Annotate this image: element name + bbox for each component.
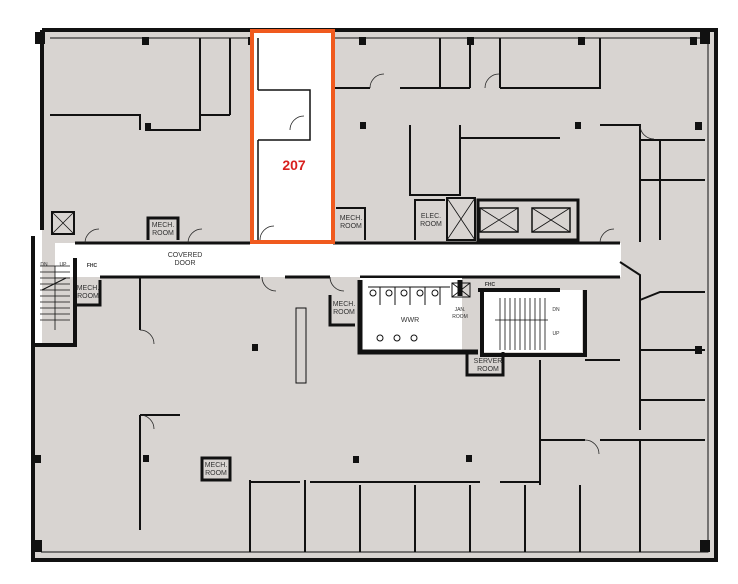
server-room-walls — [465, 352, 505, 377]
fhc-label-right: FHC — [485, 282, 496, 288]
mech-room-4-label-2: ROOM — [333, 309, 355, 316]
mech-room-3-walls — [336, 207, 366, 240]
stair-up-label: UP — [553, 331, 561, 337]
wwr-label: WWR — [401, 317, 419, 324]
jan-room-label-2: ROOM — [452, 314, 468, 320]
server-room-label: SERVER — [474, 358, 503, 365]
elevator-shafts — [51, 197, 580, 242]
mech-room-5-walls — [200, 456, 232, 482]
restroom-core: WWR JAN. ROOM — [357, 278, 478, 355]
unit-207[interactable]: 207 — [250, 29, 335, 244]
mech-room-2-walls — [73, 277, 102, 307]
mech-room-3-label-2: ROOM — [340, 223, 362, 230]
mech-room-4-walls — [328, 295, 355, 327]
corridor — [55, 243, 621, 277]
mech-room-5-label: MECH. — [205, 462, 228, 469]
mech-room-1-label-2: ROOM — [152, 230, 174, 237]
fixture — [295, 307, 307, 384]
mech-room-2-label: MECH. — [77, 285, 100, 292]
jan-room-label: JAN. — [455, 307, 466, 313]
stair-dn-label: DN — [552, 307, 560, 313]
elec-room-label-2: ROOM — [420, 221, 442, 228]
mech-room-2-label-2: ROOM — [77, 293, 99, 300]
covered-door-label: COVERED — [168, 252, 203, 259]
stair-dn-label: DN — [40, 262, 48, 268]
lower-partitions — [139, 261, 705, 552]
elec-room-walls — [414, 199, 445, 240]
fhc-label-left: FHC — [87, 263, 98, 269]
elec-room-label: ELEC. — [421, 213, 441, 220]
covered-door-label-2: DOOR — [175, 260, 196, 267]
mech-room-3-label: MECH. — [340, 215, 363, 222]
mech-room-5-label-2: ROOM — [205, 470, 227, 477]
unit-207-outline[interactable] — [250, 29, 335, 244]
door-swings — [84, 73, 655, 455]
mech-room-4-label: MECH. — [333, 301, 356, 308]
stair-right: DN UP — [478, 288, 587, 357]
unit-number-label: 207 — [282, 157, 306, 173]
mech-room-1-walls — [146, 216, 180, 240]
exterior-wall — [31, 28, 718, 562]
stair-up-label: UP — [60, 262, 68, 268]
server-room-label-2: ROOM — [477, 366, 499, 373]
window-line — [41, 37, 709, 553]
mech-room-1-label: MECH. — [152, 222, 175, 229]
upper-partitions — [50, 38, 705, 242]
